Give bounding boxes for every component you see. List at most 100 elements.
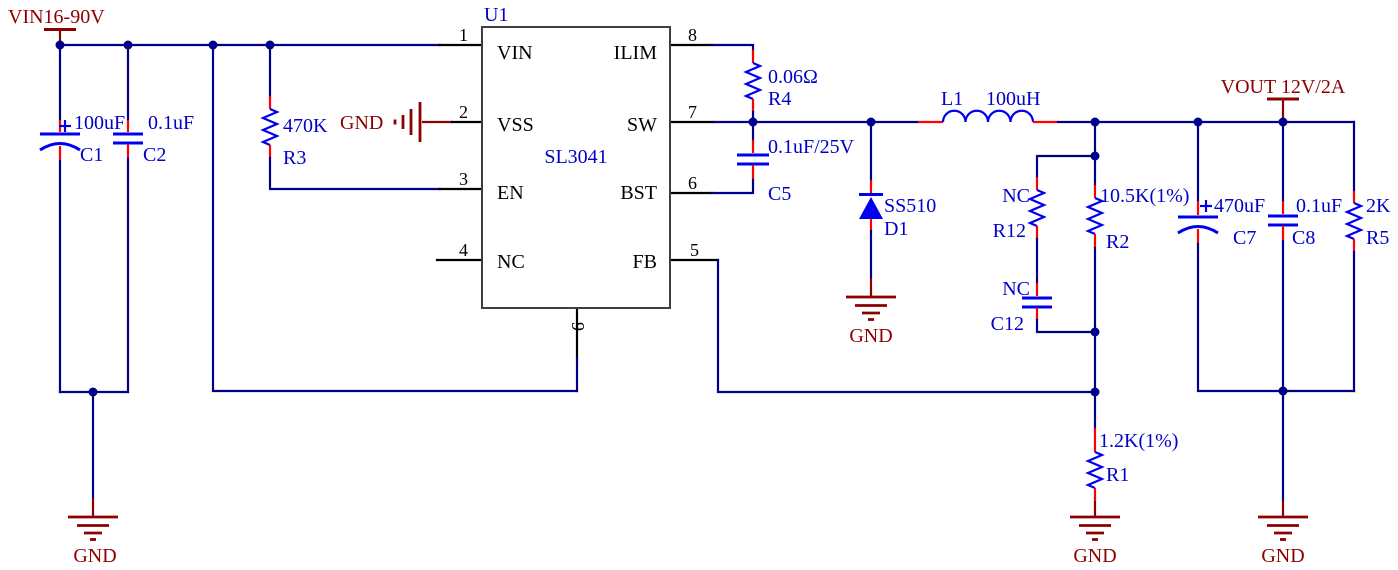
wire xyxy=(1035,318,1097,334)
wire xyxy=(1035,154,1097,179)
junction-dot xyxy=(208,40,218,50)
input-ground: GND xyxy=(58,390,130,567)
junction-dot xyxy=(1193,117,1203,127)
junction-dot xyxy=(1090,151,1100,161)
c5-ref: C5 xyxy=(768,183,791,205)
junction-dot xyxy=(1090,117,1100,127)
pin-name-bst: BST xyxy=(620,182,657,204)
c1-value: 100uF xyxy=(74,112,125,134)
chip-u1: U1 SL3041 VIN VSS EN NC ILIM SW BST FB 1… xyxy=(435,4,720,393)
gnd-symbol-rotated-icon xyxy=(393,102,422,142)
junction-dot xyxy=(1278,117,1288,127)
pin-number-7: 7 xyxy=(688,102,697,122)
c7-ref: C7 xyxy=(1233,227,1256,249)
resistor-r1: GND 1.2K(1%) R1 xyxy=(1070,390,1178,567)
junction-dot xyxy=(1090,387,1100,397)
resistor-r5: 2K R5 xyxy=(1344,120,1391,393)
pin-number-1: 1 xyxy=(459,25,468,45)
pin-number-9: 9 xyxy=(568,322,588,331)
vss-ground: GND xyxy=(340,102,452,142)
gnd-symbol-icon xyxy=(1070,515,1120,541)
pin-number-5: 5 xyxy=(690,240,699,260)
gnd-label: GND xyxy=(340,112,383,134)
capacitor-c12: NC C12 xyxy=(991,278,1097,335)
resistor-zigzag xyxy=(1085,196,1105,236)
d1-value: SS510 xyxy=(884,195,936,217)
c1-ref: C1 xyxy=(80,144,103,166)
diode-d1: GND SS510 D1 xyxy=(846,120,936,347)
junction-dots xyxy=(55,40,1288,397)
capacitor-c7: 470uF C7 xyxy=(1177,120,1356,393)
chip-part-number: SL3041 xyxy=(544,146,607,168)
wire xyxy=(268,156,442,191)
vout-net-label: VOUT 12V/2A xyxy=(1221,76,1346,98)
c2-value: 0.1uF xyxy=(148,112,194,134)
gnd-label: GND xyxy=(1261,545,1304,567)
vin-net-label: VIN16-90V xyxy=(8,6,105,28)
junction-dot xyxy=(55,40,65,50)
pin-name-ilim: ILIM xyxy=(614,42,658,64)
resistor-r3: 470K R3 xyxy=(260,43,442,191)
resistor-r4: 0.06Ω R4 xyxy=(710,43,818,124)
resistor-zigzag xyxy=(1027,188,1047,228)
junction-dot xyxy=(748,117,758,127)
gnd-label: GND xyxy=(849,325,892,347)
c7-value: 470uF xyxy=(1214,195,1265,217)
net-vout: VOUT 12V/2A xyxy=(1221,76,1346,121)
junction-dot xyxy=(123,40,133,50)
wire xyxy=(710,43,755,52)
resistor-zigzag xyxy=(1085,450,1105,490)
pin-name-sw: SW xyxy=(627,114,657,136)
c2-ref: C2 xyxy=(143,144,166,166)
capacitor-c8: 0.1uF C8 xyxy=(1268,120,1342,393)
junction-dot xyxy=(866,117,876,127)
resistor-r2: 10.5K(1%) R2 xyxy=(1085,154,1189,394)
cap-plate-curved xyxy=(39,142,81,152)
capacitor-c5: 0.1uF/25V C5 xyxy=(710,120,855,205)
gnd-symbol-icon xyxy=(846,295,896,321)
pin-name-en: EN xyxy=(497,182,524,204)
plus-sign-icon xyxy=(1200,200,1212,212)
r2-value: 10.5K(1%) xyxy=(1100,185,1189,207)
r4-value: 0.06Ω xyxy=(768,66,818,88)
resistor-zigzag xyxy=(1344,201,1364,241)
pin-number-4: 4 xyxy=(459,240,468,260)
r3-value: 470K xyxy=(283,115,328,137)
pin-name-vss: VSS xyxy=(497,114,534,136)
wire xyxy=(710,178,755,195)
c12-value: NC xyxy=(1002,278,1030,300)
diode-triangle-icon xyxy=(859,197,883,219)
d1-ref: D1 xyxy=(884,218,908,240)
l1-value: 100uH xyxy=(986,88,1040,110)
pin-number-6: 6 xyxy=(688,173,697,193)
cap-plate-curved xyxy=(1177,225,1219,235)
c12-ref: C12 xyxy=(991,313,1024,335)
r5-ref: R5 xyxy=(1366,227,1389,249)
junction-dot xyxy=(88,387,98,397)
c8-value: 0.1uF xyxy=(1296,195,1342,217)
capacitor-c1: 100uF C1 xyxy=(39,43,125,394)
chip-body xyxy=(481,26,671,309)
pin-number-8: 8 xyxy=(688,25,697,45)
c8-ref: C8 xyxy=(1292,227,1315,249)
net-vin: VIN16-90V xyxy=(8,6,442,47)
wire-feedback xyxy=(716,258,1097,394)
gnd-symbol-icon xyxy=(1258,515,1308,541)
capacitor-c2: 0.1uF C2 xyxy=(113,43,194,394)
r3-ref: R3 xyxy=(283,147,306,169)
gnd-symbol-icon xyxy=(68,515,118,541)
output-ground: GND xyxy=(1258,389,1308,567)
chip-ref: U1 xyxy=(484,4,508,26)
r2-ref: R2 xyxy=(1106,231,1129,253)
pin-name-nc: NC xyxy=(497,251,525,273)
r12-value: NC xyxy=(1002,185,1030,207)
inductor-coil xyxy=(941,109,1035,123)
c5-value: 0.1uF/25V xyxy=(768,136,855,158)
pin-number-3: 3 xyxy=(459,169,468,189)
wire-pad-return xyxy=(211,43,579,393)
junction-dot xyxy=(1090,327,1100,337)
pin-number-2: 2 xyxy=(459,102,468,122)
r12-ref: R12 xyxy=(993,220,1026,242)
